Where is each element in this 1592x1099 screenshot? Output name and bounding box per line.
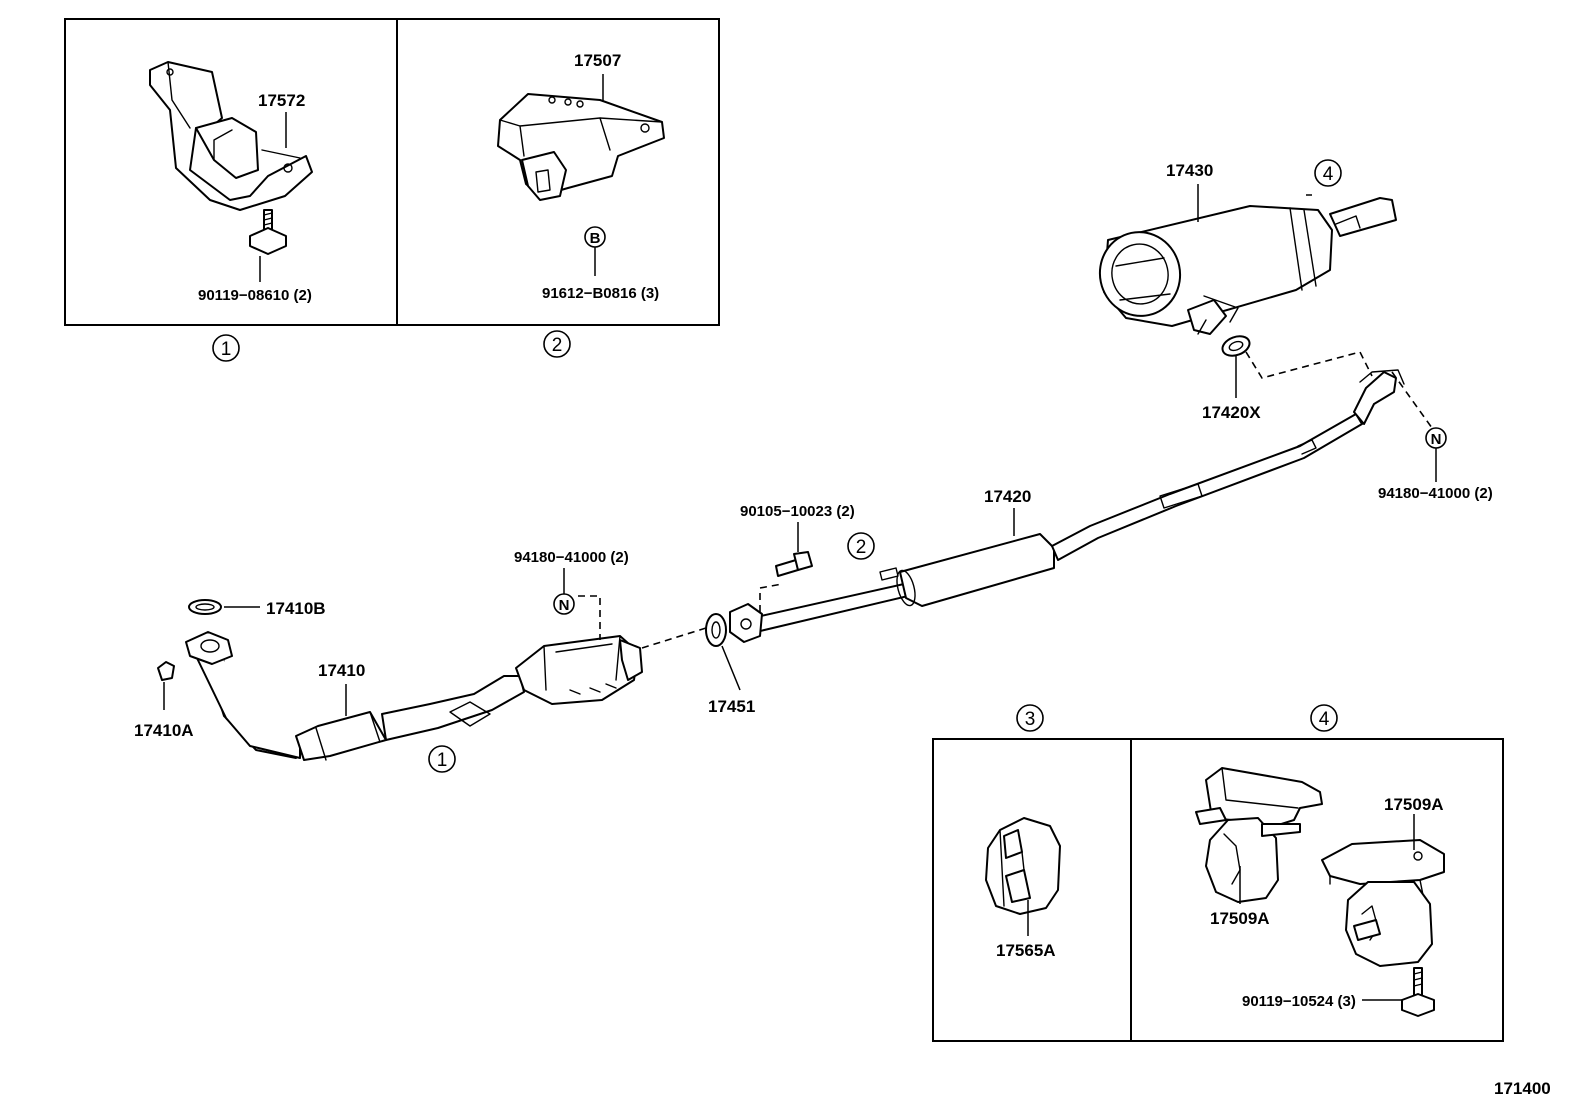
hanger-17509a-lower[interactable] (1321, 839, 1445, 967)
part-labels: 17572 90119−08610 (2) 17507 91612−B0816 … (134, 51, 1551, 1098)
nut-17410a[interactable] (157, 661, 175, 681)
label-17572: 17572 (258, 91, 305, 110)
rubber-hanger-17565a[interactable] (985, 817, 1061, 915)
svg-text:B: B (590, 230, 601, 247)
leader-lines (163, 74, 1437, 1001)
label-17565a: 17565A (996, 941, 1056, 960)
callout-marker-2-top: 2 (543, 330, 571, 358)
svg-text:4: 4 (1319, 709, 1330, 730)
label-17410: 17410 (318, 661, 365, 680)
muffler-17430[interactable] (1092, 197, 1397, 335)
label-17509a-lower: 17509A (1210, 909, 1270, 928)
callout-marker-1-pipe: 1 (428, 745, 456, 773)
inset-frame-top (64, 18, 720, 326)
bolt-90105-10023[interactable] (775, 551, 813, 577)
hanger-17507[interactable] (497, 93, 665, 201)
inset-box-bottom (932, 738, 1504, 1042)
callout-marker-4-box: 4 (1310, 704, 1338, 732)
svg-text:N: N (559, 597, 570, 614)
bolt-90119-10524[interactable] (1401, 967, 1435, 1017)
callout-marker-3-box: 3 (1016, 704, 1044, 732)
marker-n-left: N (553, 593, 575, 615)
center-pipe-17420[interactable] (751, 369, 1405, 633)
svg-text:3: 3 (1025, 709, 1036, 730)
bracket-17572[interactable] (149, 61, 313, 211)
callout-marker-2-pipe: 2 (847, 532, 875, 560)
front-pipe-17410[interactable] (185, 631, 643, 761)
svg-text:1: 1 (221, 339, 232, 360)
label-17507: 17507 (574, 51, 621, 70)
gasket-17451[interactable] (705, 613, 727, 647)
inset-box-top (64, 18, 720, 326)
label-17410a: 17410A (134, 721, 194, 740)
label-17509a-upper: 17509A (1384, 795, 1444, 814)
marker-b: B (584, 226, 606, 248)
label-90119-10524: 90119−10524 (3) (1242, 993, 1356, 1010)
label-91612-b0816: 91612−B0816 (3) (542, 285, 659, 302)
label-17420x: 17420X (1202, 403, 1261, 422)
inset-frame-bottom (932, 738, 1504, 1042)
label-90105-10023: 90105−10023 (2) (740, 503, 855, 520)
label-17410b: 17410B (266, 599, 326, 618)
flange-center-pipe[interactable] (729, 603, 763, 643)
svg-text:2: 2 (552, 335, 563, 356)
hanger-17509a-upper[interactable] (1195, 767, 1323, 903)
callout-marker-4-muffler: 4 (1314, 159, 1342, 187)
svg-text:1: 1 (437, 750, 448, 771)
svg-text:2: 2 (856, 537, 867, 558)
label-17430: 17430 (1166, 161, 1213, 180)
marker-n-right: N (1425, 427, 1447, 449)
label-17420: 17420 (984, 487, 1031, 506)
assembly-dashed-lines (578, 351, 1433, 649)
gasket-17410b[interactable] (188, 599, 222, 615)
gasket-17420x[interactable] (1220, 333, 1252, 359)
label-90119-08610: 90119−08610 (2) (198, 287, 312, 304)
label-94180-41000-right: 94180−41000 (2) (1378, 485, 1493, 502)
label-94180-41000-left: 94180−41000 (2) (514, 549, 629, 566)
diagram-code: 171400 (1494, 1079, 1551, 1098)
svg-text:N: N (1431, 431, 1442, 448)
callout-marker-1-top: 1 (212, 334, 240, 362)
bolt-90119-08610[interactable] (249, 209, 287, 255)
svg-text:4: 4 (1323, 164, 1334, 185)
label-17451: 17451 (708, 697, 755, 716)
